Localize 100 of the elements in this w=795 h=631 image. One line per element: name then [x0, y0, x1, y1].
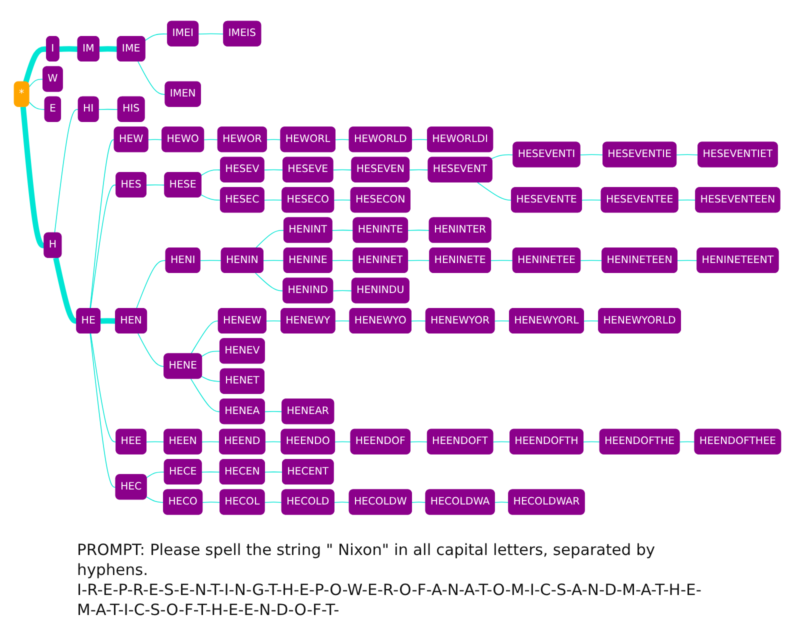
connector-line [201, 376, 222, 382]
connector-line [584, 320, 600, 322]
connector-line [201, 472, 221, 473]
token-node: HEENDOFTHE [599, 429, 680, 454]
connector-line [412, 502, 426, 503]
connector-line [200, 260, 222, 262]
token-node: HENEW [218, 308, 266, 334]
token-node: HESE [164, 172, 202, 198]
token-node: HEEND [219, 429, 266, 454]
connector-line [263, 260, 285, 262]
connector-line [255, 230, 285, 249]
connector-line [408, 260, 430, 262]
connector-line [332, 260, 354, 262]
token-node: HEENDOFTHEE [694, 429, 782, 454]
connector-line [334, 442, 352, 443]
token-node: HECENT [282, 459, 334, 485]
connector-line [198, 34, 224, 35]
connector-line [477, 182, 512, 201]
token-node: IMEIS [223, 21, 262, 47]
token-node: HES [116, 172, 146, 198]
token-node: HEENDOFTH [510, 429, 584, 454]
connector-line [332, 230, 354, 232]
token-node: HE [76, 308, 101, 334]
token-node: HENINETE [429, 248, 491, 274]
connector-line [90, 140, 116, 310]
token-node: HENIN [220, 248, 264, 274]
token-node: HESEVE [282, 157, 334, 183]
connector-line [490, 154, 514, 160]
connector-line [580, 260, 603, 262]
connector-line [90, 333, 117, 488]
connector-line [412, 139, 428, 140]
token-node: HIS [117, 96, 145, 122]
connector-line [411, 320, 427, 322]
token-node: HENINE [283, 248, 332, 274]
connector-line [494, 502, 510, 503]
token-node: HESEVENTEE [600, 187, 678, 213]
token-node: HESECO [282, 187, 334, 213]
connector-line [202, 502, 221, 503]
token-node: HECEN [219, 459, 265, 485]
connector-line [54, 109, 80, 234]
connector-line [410, 442, 428, 443]
connector-line [676, 154, 699, 156]
token-node: HENINTER [428, 217, 492, 243]
connector-line [266, 139, 282, 140]
token-node: HECOLDW [348, 489, 412, 515]
token-node: HESEVENTE [510, 187, 582, 213]
token-node: IMEI [167, 21, 199, 47]
connector-line [266, 320, 282, 322]
connector-line [90, 333, 117, 443]
token-node: HENIND [282, 278, 334, 304]
token-node: HECOL [220, 489, 265, 515]
connector-line [409, 170, 429, 171]
token-node: HENEV [219, 338, 265, 364]
connector-line [334, 320, 350, 322]
connector-line [334, 502, 350, 503]
token-node: HENEAR [282, 398, 334, 424]
connector-line [138, 61, 166, 96]
connector-line [264, 411, 283, 412]
token-node: IM [77, 36, 100, 62]
token-node: HESEVENT [428, 157, 492, 183]
connector-line [201, 350, 221, 357]
token-node: HENET [220, 368, 264, 394]
connector-line [678, 200, 696, 201]
token-node: HENINTE [352, 217, 408, 243]
connector-line [190, 320, 220, 355]
token-node: HENINDU [351, 278, 410, 304]
root-node: * [14, 82, 30, 107]
connector-line [148, 139, 163, 140]
connector-line [264, 442, 282, 443]
token-node: HEENDOF [350, 429, 410, 454]
token-node: HENEWY [280, 308, 336, 334]
token-node: HESEVENTI [512, 142, 580, 168]
connector-line [264, 170, 284, 171]
token-node: HEWO [162, 126, 204, 152]
token-node: HECOLD [281, 489, 334, 515]
connector-line [335, 139, 350, 140]
token-node: HENINETEEN [602, 248, 678, 274]
connector-line [490, 260, 514, 262]
connector-line [53, 258, 78, 324]
token-node: HEWOR [217, 126, 267, 152]
connector-line [679, 442, 696, 443]
token-node: HEENDO [280, 429, 336, 454]
token-node: H [44, 232, 62, 258]
connector-line [138, 333, 165, 367]
connector-line [334, 200, 352, 201]
token-node: HI [78, 96, 99, 122]
token-node: HESEVENTIE [602, 142, 677, 168]
token-node: HEC [115, 474, 147, 500]
token-node: HESEVENTIET [698, 142, 778, 168]
token-node: HENE [164, 353, 202, 379]
connector-line [255, 272, 284, 292]
token-node: HEW [114, 126, 148, 152]
token-node: HENEA [219, 398, 265, 424]
connector-line [146, 184, 166, 186]
token-node: HENEWYORL [509, 308, 584, 334]
connector-line [98, 46, 119, 52]
connector-line [332, 170, 352, 171]
token-node: HEEN [164, 429, 202, 454]
token-node: HEWORLD [348, 126, 412, 152]
token-node: HESEV [220, 157, 264, 183]
